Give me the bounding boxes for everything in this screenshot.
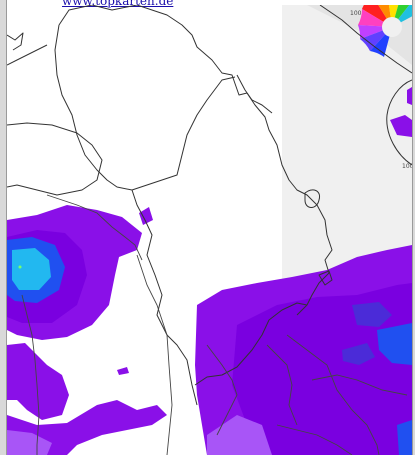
border-east-1 xyxy=(286,334,380,455)
coast-west-2 xyxy=(7,44,48,66)
coast-scandinavia-west xyxy=(54,24,236,191)
coast-gulf xyxy=(236,74,273,114)
coast-scandinavia xyxy=(58,5,333,316)
precip-field-east-light xyxy=(207,415,272,455)
precip-blue-2 xyxy=(377,323,412,365)
coast-baltic-bottom xyxy=(131,189,198,406)
coast-island-1 xyxy=(304,189,321,208)
coast-west-1 xyxy=(7,122,103,196)
precip-patch-4-inner xyxy=(7,430,52,455)
precip-patch-ne-2 xyxy=(407,87,412,105)
precip-blue-1 xyxy=(352,302,392,327)
precip-core-point xyxy=(18,265,22,269)
border-east-2 xyxy=(276,424,353,455)
precip-blue-4 xyxy=(397,420,412,455)
color-legend xyxy=(358,5,412,57)
border-east-4 xyxy=(266,344,298,426)
coast-baltic-islands xyxy=(194,302,308,386)
precip-blue-3 xyxy=(342,343,375,365)
border-east-3 xyxy=(311,374,408,396)
frame-left-border xyxy=(0,0,7,455)
precip-patch-ne-1 xyxy=(390,115,412,137)
border-mid-1 xyxy=(206,344,238,436)
precip-patch-2 xyxy=(117,367,129,375)
coast-island-2 xyxy=(318,270,333,286)
domain-edge-line xyxy=(319,5,412,74)
precipitation-map: 100 100 xyxy=(7,5,412,455)
border-west-vertical xyxy=(21,294,40,455)
source-link[interactable]: www.topkarten.de xyxy=(62,0,174,8)
border-central xyxy=(136,254,173,455)
border-north xyxy=(46,194,143,261)
coast-west-3 xyxy=(7,32,24,51)
frame-right-border xyxy=(412,0,415,455)
legend-sub-label: 100 xyxy=(402,163,412,170)
legend-label: 100 xyxy=(350,10,362,17)
outside-domain-area xyxy=(282,5,412,295)
precip-field-east-inner xyxy=(232,283,412,455)
coast-ne-arc xyxy=(386,79,412,166)
precip-field-west-cyan xyxy=(12,248,51,290)
precip-patch-1 xyxy=(139,207,153,225)
precip-patch-3 xyxy=(7,343,69,420)
